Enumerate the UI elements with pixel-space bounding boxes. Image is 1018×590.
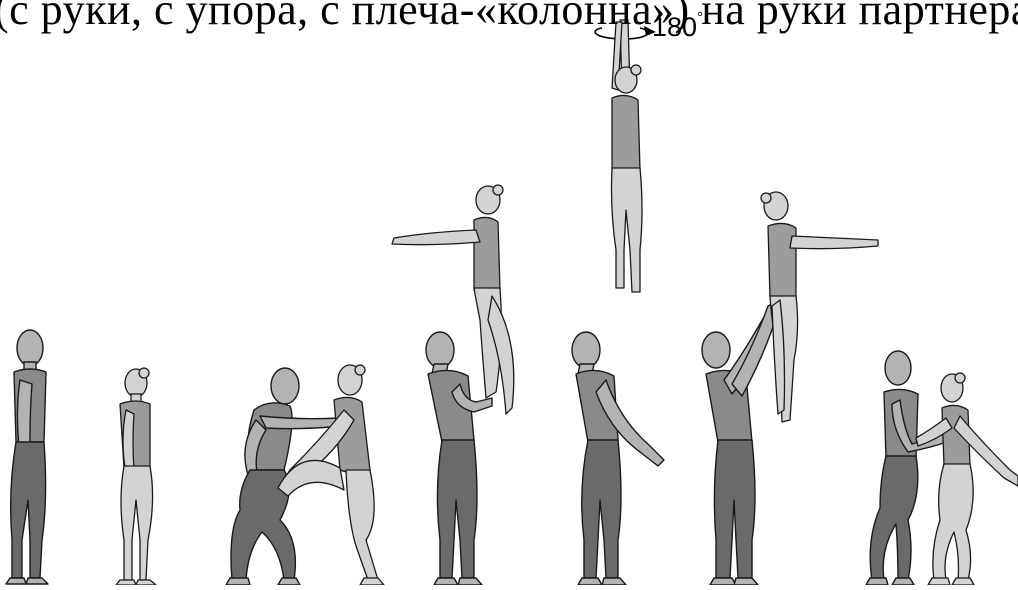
rotation-label: 180° [652, 12, 703, 43]
pair-hand-lift-figures [392, 185, 514, 585]
female-airborne-rotation-figure [612, 20, 643, 292]
rotation-value: 180 [652, 12, 697, 42]
female-standing-figure-1 [116, 368, 156, 585]
pair-catch-figures [702, 192, 878, 585]
male-standing-figure-1 [6, 330, 48, 584]
pair-landing-figures [866, 351, 1018, 585]
cropped-caption-text: (с руки, с упора, с плеча-«колонна») на … [0, 0, 1018, 35]
rotation-degree-sign: ° [697, 9, 703, 26]
pair-squat-push-figures [226, 365, 384, 585]
male-release-figure [572, 332, 664, 585]
